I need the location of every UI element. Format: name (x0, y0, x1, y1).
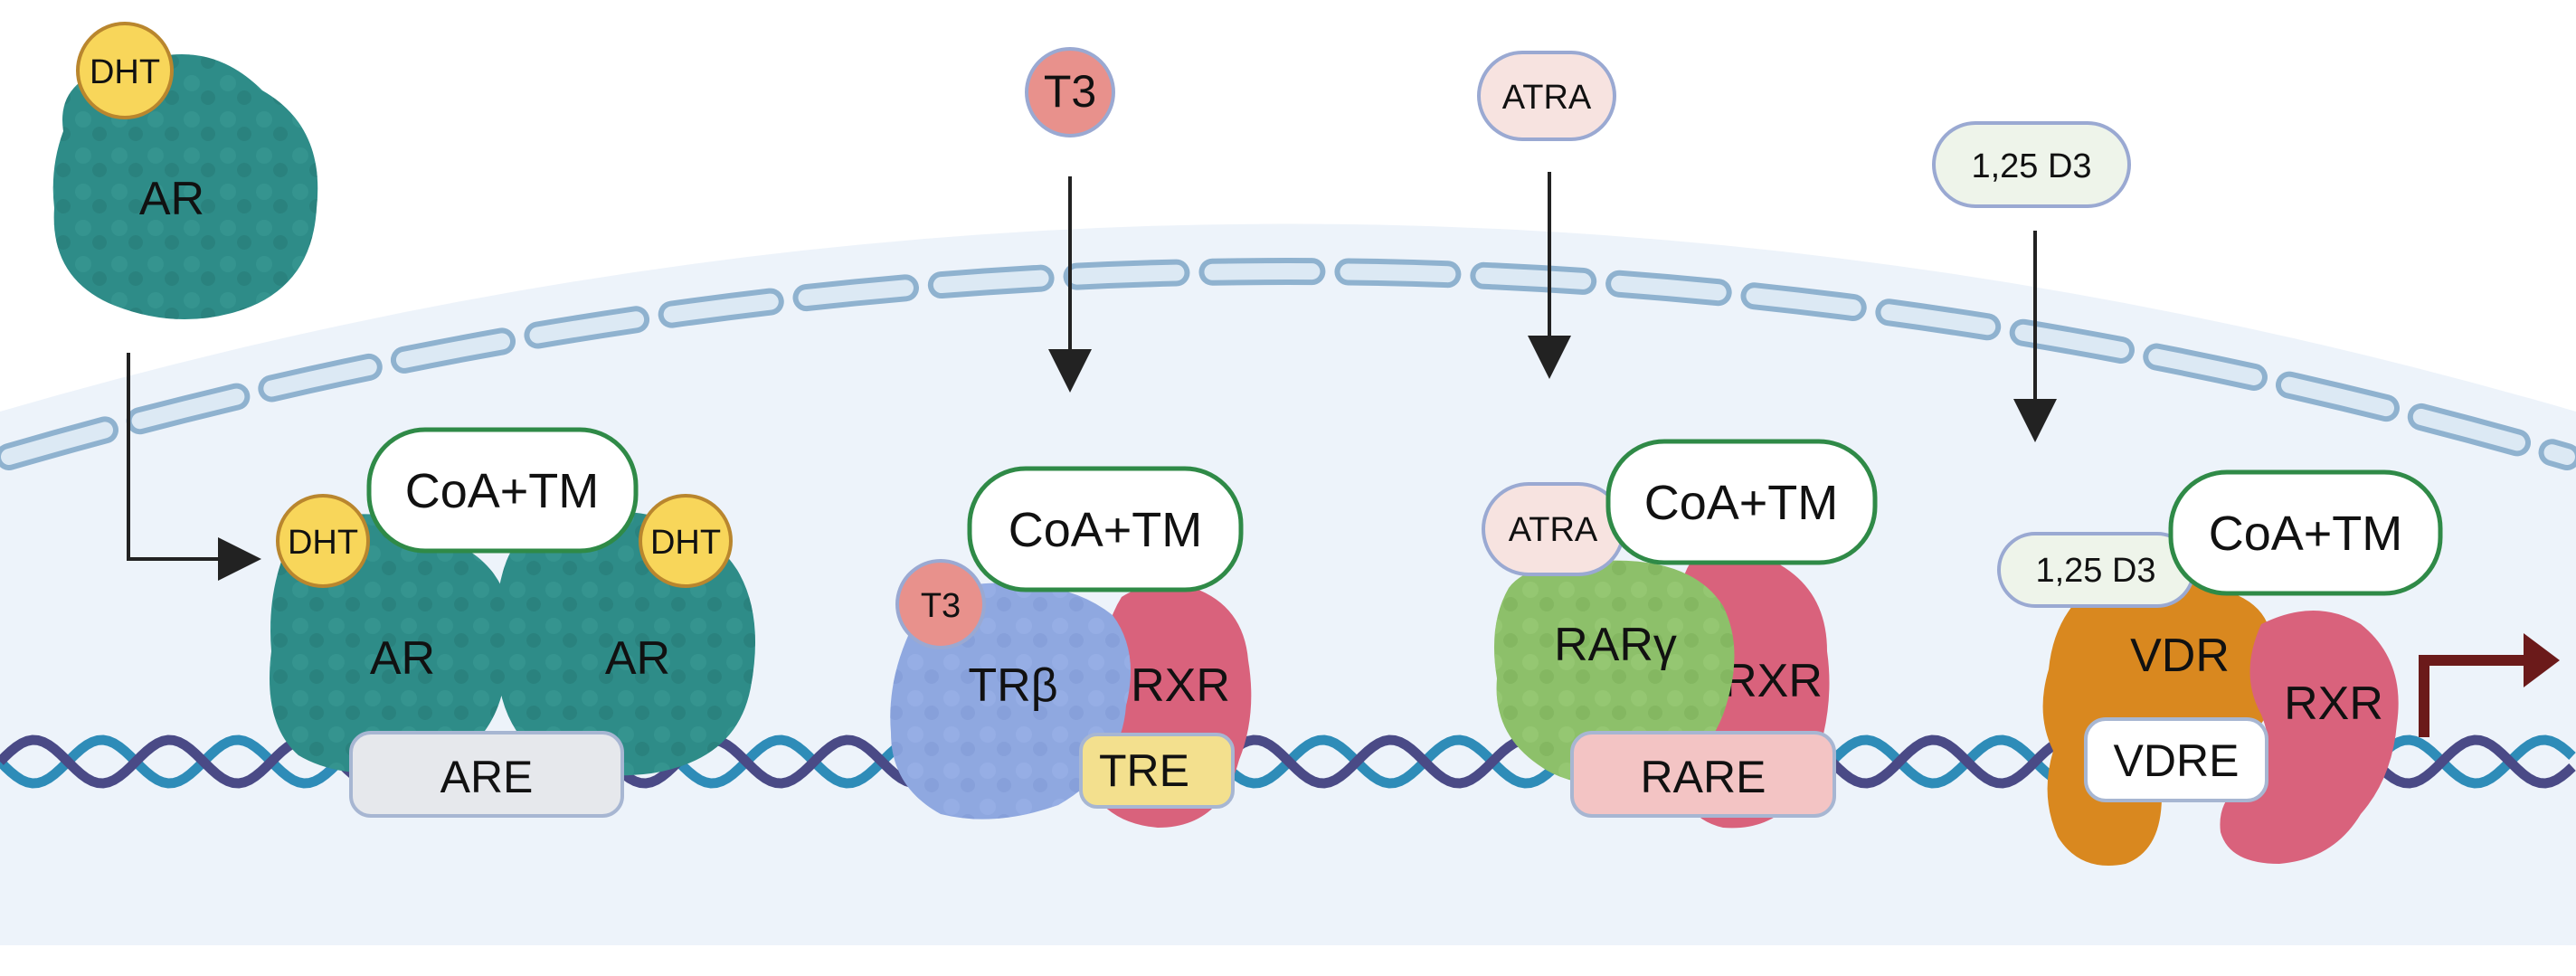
tr-receptor-label: TRβ (968, 659, 1057, 712)
free-atra-label: ATRA (1502, 79, 1592, 117)
free-dht-ligand: DHT (76, 22, 174, 119)
ar-right-label: AR (605, 632, 670, 685)
vdr-d3-ligand: 1,25 D3 (1997, 532, 2195, 608)
transcription-start-arrow (2419, 655, 2533, 737)
tr-rxr-label: RXR (1131, 659, 1230, 712)
rar-atra-ligand: ATRA (1482, 482, 1625, 576)
vdr-receptor-label: VDR (2130, 630, 2230, 682)
tr-complex: RXR TRβ TRE T3 CoA+TM (890, 466, 1252, 828)
tre-label: TRE (1099, 745, 1189, 796)
vdre-label: VDRE (2114, 735, 2240, 786)
free-dht-label: DHT (90, 53, 160, 91)
vdr-rxr-partner (2220, 611, 2399, 864)
ar-coactivator: CoA+TM (366, 427, 639, 554)
ar-complex: AR AR ARE DHT DHT CoA+TM (270, 427, 755, 818)
nuclear-envelope-inner (1, 263, 2575, 465)
ar-dht-right: DHT (639, 494, 733, 588)
svg-text:1,25 D3: 1,25 D3 (2035, 552, 2155, 590)
ar-left-label: AR (370, 632, 435, 685)
rare-label: RARE (1641, 752, 1766, 802)
svg-text:ATRA: ATRA (1509, 511, 1598, 549)
free-t3-label: T3 (1044, 66, 1096, 117)
svg-text:DHT: DHT (650, 524, 721, 562)
svg-text:CoA+TM: CoA+TM (405, 464, 600, 518)
tr-coactivator: CoA+TM (967, 466, 1244, 592)
free-t3-ligand: T3 (1025, 47, 1115, 137)
rar-coactivator: CoA+TM (1605, 439, 1878, 565)
rar-rxr-label: RXR (1723, 655, 1823, 707)
rar-complex: RXR RARγ RARE ATRA CoA+TM (1482, 439, 1878, 829)
free-ar-receptor: AR (52, 54, 318, 319)
dht-entry-arrow (127, 353, 261, 581)
ar-response-element (349, 731, 624, 818)
free-atra-ligand: ATRA (1477, 51, 1616, 141)
rar-response-element (1570, 731, 1836, 818)
svg-text:CoA+TM: CoA+TM (1644, 476, 1839, 530)
tr-t3-ligand: T3 (895, 559, 986, 649)
tr-response-element (1079, 733, 1235, 809)
free-ar-label: AR (139, 173, 204, 225)
ar-dht-left: DHT (276, 494, 370, 588)
rar-receptor-label: RARγ (1554, 619, 1677, 671)
free-d3-label: 1,25 D3 (1971, 147, 2091, 185)
vdr-complex: VDR RXR VDRE 1,25 D3 CoA+TM (1997, 469, 2443, 866)
vdr-coactivator: CoA+TM (2168, 469, 2443, 596)
svg-text:DHT: DHT (288, 524, 358, 562)
are-label: ARE (440, 752, 534, 802)
transcription-arrowhead (2524, 633, 2560, 687)
svg-text:T3: T3 (921, 587, 961, 625)
svg-text:CoA+TM: CoA+TM (1009, 503, 1203, 557)
svg-text:CoA+TM: CoA+TM (2209, 507, 2403, 561)
vdr-response-element (2084, 717, 2268, 802)
free-d3-ligand: 1,25 D3 (1932, 121, 2131, 208)
vdr-rxr-label: RXR (2284, 678, 2383, 730)
